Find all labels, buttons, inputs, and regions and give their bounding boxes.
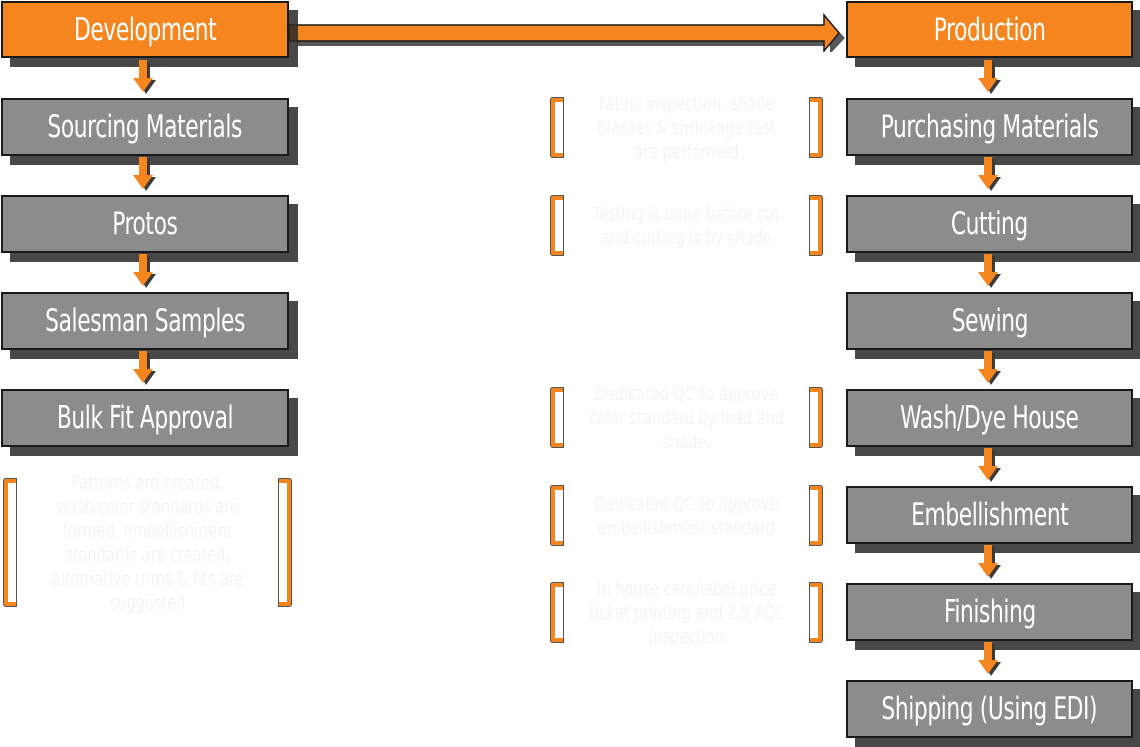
step-label: Shipping (Using EDI)	[881, 691, 1098, 727]
down-arrow-icon	[133, 60, 156, 94]
down-arrow-icon	[978, 60, 1001, 94]
finishing-note: In house care/label price ticket printin…	[589, 577, 784, 648]
step-label: Salesman Samples	[45, 303, 245, 339]
step-wash-dye-house: Wash/Dye House	[846, 389, 1133, 447]
down-arrow-icon	[133, 157, 156, 191]
step-protos: Protos	[1, 195, 289, 253]
step-cutting: Cutting	[846, 195, 1133, 253]
step-embellishment: Embellishment	[846, 486, 1133, 544]
step-label: Finishing	[943, 594, 1036, 630]
right-bracket-icon	[278, 478, 292, 607]
right-bracket-icon	[809, 387, 823, 448]
step-bulk-fit-approval: Bulk Fit Approval	[1, 389, 289, 447]
step-finishing: Finishing	[846, 583, 1133, 641]
right-bracket-icon	[809, 582, 823, 643]
down-arrow-icon	[133, 254, 156, 288]
left-bracket-icon	[550, 387, 564, 448]
development-note-bracket: Patterns are created, wash/color standar…	[3, 471, 292, 614]
down-arrow-icon	[133, 351, 156, 385]
step-label: Bulk Fit Approval	[56, 400, 234, 436]
step-sourcing-materials: Sourcing Materials	[1, 98, 289, 156]
step-purchasing-materials: Purchasing Materials	[846, 98, 1133, 156]
step-salesman-samples: Salesman Samples	[1, 292, 289, 350]
down-arrow-icon	[978, 448, 1001, 482]
down-arrow-icon	[978, 351, 1001, 385]
step-label: Wash/Dye House	[900, 400, 1079, 436]
step-label: Sourcing Materials	[47, 109, 243, 145]
right-bracket-icon	[809, 485, 823, 546]
left-bracket-icon	[550, 485, 564, 546]
down-arrow-icon	[978, 254, 1001, 288]
cutting-note-bracket: Testing is done before cut and cutting i…	[550, 195, 823, 256]
left-bracket-icon	[550, 582, 564, 643]
down-arrow-icon	[978, 642, 1001, 676]
embellishment-note: Dedicated QC to approve embellishment st…	[594, 492, 779, 539]
left-bracket-icon	[550, 97, 564, 158]
left-bracket-icon	[3, 478, 17, 607]
step-shipping: Shipping (Using EDI)	[846, 680, 1133, 738]
production-header-label: Production	[933, 11, 1046, 48]
step-label: Sewing	[951, 303, 1028, 339]
purchasing-note-bracket: Fabric inspection, shade blanket & shrin…	[550, 92, 823, 163]
step-sewing: Sewing	[846, 292, 1133, 350]
development-header-label: Development	[73, 11, 217, 48]
production-header: Production	[846, 1, 1133, 58]
cutting-note: Testing is done before cut and cutting i…	[593, 202, 780, 249]
wash-note: Dedicated QC to approve color standard b…	[589, 382, 784, 453]
step-label: Purchasing Materials	[880, 109, 1099, 145]
wash-note-bracket: Dedicated QC to approve color standard b…	[550, 382, 823, 453]
down-arrow-icon	[978, 157, 1001, 191]
step-label: Protos	[112, 206, 178, 242]
step-label: Embellishment	[910, 497, 1069, 533]
step-label: Cutting	[951, 206, 1028, 242]
right-bracket-icon	[809, 195, 823, 256]
left-bracket-icon	[550, 195, 564, 256]
right-bracket-icon	[809, 97, 823, 158]
development-note: Patterns are created, wash/color standar…	[51, 471, 244, 614]
purchasing-note: Fabric inspection, shade blanket & shrin…	[597, 92, 776, 163]
down-arrow-icon	[978, 545, 1001, 579]
finishing-note-bracket: In house care/label price ticket printin…	[550, 577, 823, 648]
development-header: Development	[1, 1, 289, 58]
development-to-production-arrow	[289, 12, 845, 52]
embellishment-note-bracket: Dedicated QC to approve embellishment st…	[550, 485, 823, 546]
